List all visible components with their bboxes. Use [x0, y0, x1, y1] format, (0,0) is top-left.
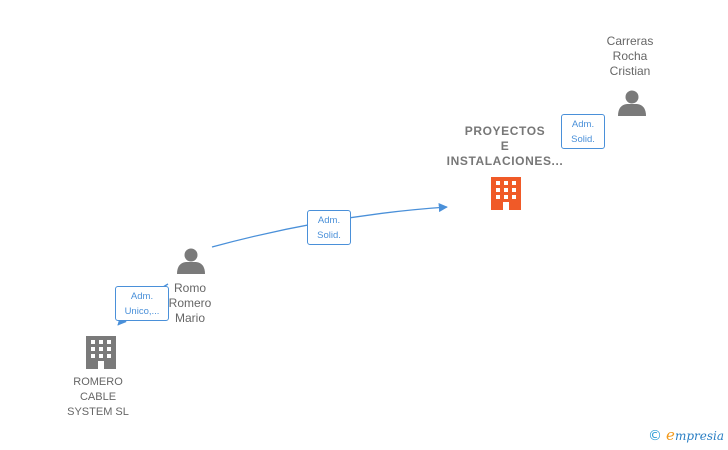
relation-label-romo-proyectos: Adm. Solid.	[307, 210, 351, 245]
person-label-romo[interactable]: Romo Romero Mario	[168, 281, 212, 325]
company-label-proyectos[interactable]: PROYECTOS E INSTALACIONES...	[446, 124, 564, 168]
person-label-carreras[interactable]: Carreras Rocha Cristian	[606, 34, 654, 78]
person-icon	[618, 90, 646, 116]
person-icon	[177, 248, 205, 274]
company-label-romero[interactable]: ROMERO CABLE SYSTEM SL	[67, 376, 129, 418]
brand-name: mpresia	[674, 429, 724, 443]
copyright-icon: ©	[648, 428, 663, 444]
relation-label-carreras-proyectos: Adm. Solid.	[561, 114, 605, 149]
brand-e: e	[666, 426, 675, 444]
building-icon	[491, 177, 521, 210]
relation-label-romo-romero: Adm. Unico,...	[115, 286, 169, 321]
empresia-watermark[interactable]: ©empresia	[648, 426, 724, 444]
building-icon	[86, 336, 116, 369]
